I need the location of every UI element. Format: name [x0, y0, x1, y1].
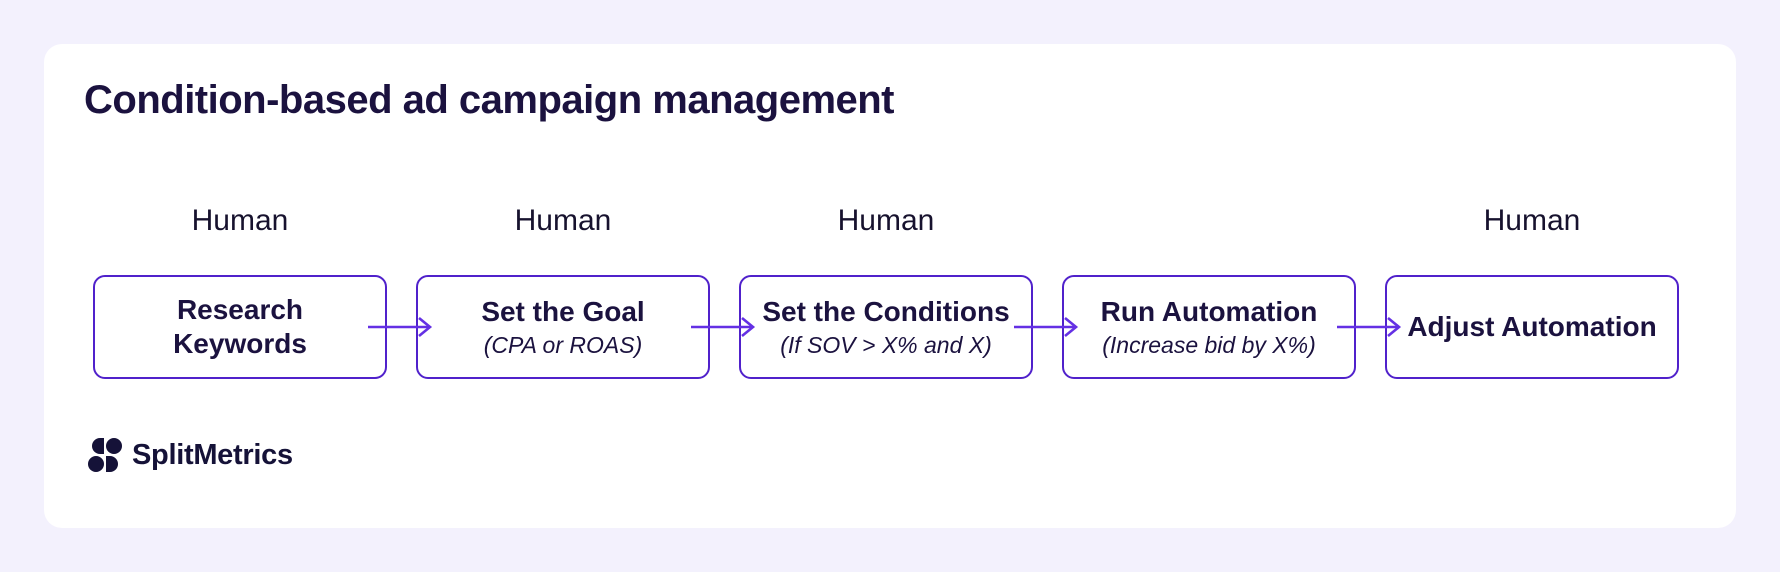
step-box-set-the-goal: Set the Goal (CPA or ROAS) [416, 275, 710, 379]
logo-half-disc-bottom-right [106, 456, 118, 472]
splitmetrics-logo: SplitMetrics [88, 438, 293, 472]
step-box-set-the-conditions: Set the Conditions (If SOV > X% and X) [739, 275, 1033, 379]
human-label-step-1: Human [191, 204, 289, 237]
step-title: Research Keywords [173, 293, 307, 359]
human-label-step-5: Human [1483, 204, 1581, 237]
page-title: Condition-based ad campaign management [84, 78, 895, 122]
logo-circle-top-right [106, 438, 122, 454]
splitmetrics-logo-text: SplitMetrics [132, 438, 293, 471]
human-label-step-2: Human [514, 204, 612, 237]
step-title: Run Automation [1100, 295, 1318, 327]
logo-half-disc-top-left [92, 438, 104, 454]
step-box-adjust-automation: Adjust Automation [1385, 275, 1679, 379]
human-label-step-3: Human [837, 204, 935, 237]
step-subtitle: (CPA or ROAS) [483, 332, 643, 359]
splitmetrics-logo-icon [88, 438, 122, 472]
logo-circle-bottom-left [88, 456, 104, 472]
step-title: Adjust Automation [1407, 310, 1657, 342]
step-title: Set the Conditions [762, 295, 1010, 327]
step-title: Set the Goal [481, 295, 645, 327]
diagram-card: Condition-based ad campaign management H… [44, 44, 1736, 528]
step-box-research-keywords: Research Keywords [93, 275, 387, 379]
step-subtitle: (Increase bid by X%) [1102, 332, 1316, 359]
step-box-run-automation: Run Automation (Increase bid by X%) [1062, 275, 1356, 379]
step-subtitle: (If SOV > X% and X) [780, 332, 992, 359]
